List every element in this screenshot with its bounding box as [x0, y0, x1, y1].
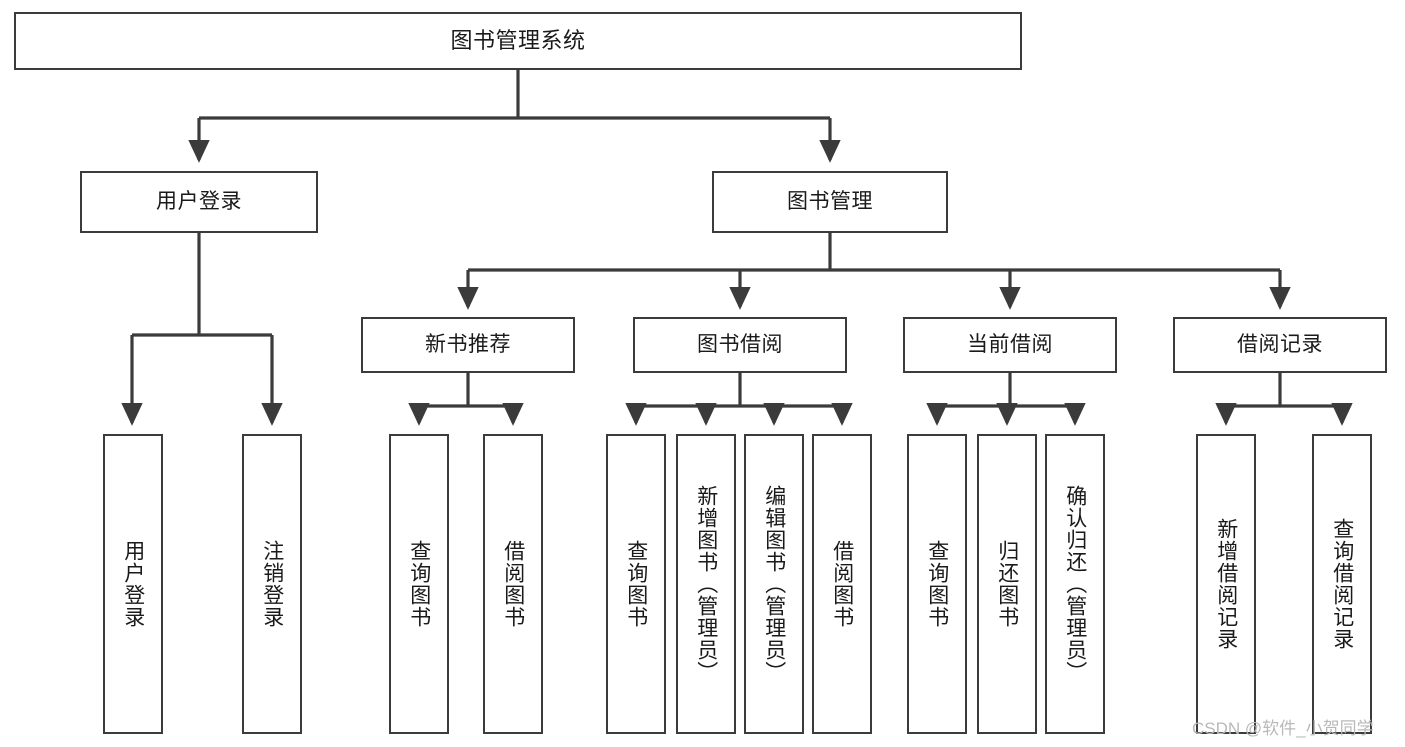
node-label: 新增图书（管理员）: [694, 485, 718, 683]
node-label: 借阅记录: [1237, 333, 1323, 357]
node-label: 图书管理系统: [450, 27, 586, 53]
leaf-query-book-2[interactable]: 查询图书: [606, 434, 666, 734]
node-label: 用户登录: [121, 540, 145, 628]
node-book-manage[interactable]: 图书管理: [712, 171, 948, 233]
node-label: 新增借阅记录: [1214, 518, 1238, 650]
node-label: 确认归还（管理员）: [1063, 485, 1087, 683]
node-label: 图书借阅: [697, 333, 783, 357]
leaf-user-login[interactable]: 用户登录: [103, 434, 163, 734]
csdn-watermark: CSDN @软件_小贺同学: [1192, 719, 1374, 738]
leaf-borrow-book-1[interactable]: 借阅图书: [483, 434, 543, 734]
leaf-return-book[interactable]: 归还图书: [977, 434, 1037, 734]
node-label: 查询借阅记录: [1330, 518, 1354, 650]
leaf-query-book-1[interactable]: 查询图书: [389, 434, 449, 734]
node-root-book-management-system[interactable]: 图书管理系统: [14, 12, 1022, 70]
node-user-login[interactable]: 用户登录: [80, 171, 318, 233]
node-label: 查询图书: [624, 540, 648, 628]
leaf-query-book-3[interactable]: 查询图书: [907, 434, 967, 734]
leaf-confirm-return-admin[interactable]: 确认归还（管理员）: [1045, 434, 1105, 734]
node-label: 当前借阅: [967, 333, 1053, 357]
node-label: 图书管理: [787, 190, 873, 214]
node-label: 借阅图书: [501, 540, 525, 628]
node-label: 用户登录: [156, 190, 242, 214]
leaf-add-borrow-record[interactable]: 新增借阅记录: [1196, 434, 1256, 734]
leaf-edit-book-admin[interactable]: 编辑图书（管理员）: [744, 434, 804, 734]
node-label: 查询图书: [925, 540, 949, 628]
node-current-borrow[interactable]: 当前借阅: [903, 317, 1117, 373]
node-label: 查询图书: [407, 540, 431, 628]
leaf-logout-login[interactable]: 注销登录: [242, 434, 302, 734]
node-label: 借阅图书: [830, 540, 854, 628]
node-new-book-recommend[interactable]: 新书推荐: [361, 317, 575, 373]
leaf-add-book-admin[interactable]: 新增图书（管理员）: [676, 434, 736, 734]
node-label: 注销登录: [260, 540, 284, 628]
leaf-query-borrow-record[interactable]: 查询借阅记录: [1312, 434, 1372, 734]
node-label: 编辑图书（管理员）: [762, 485, 786, 683]
node-label: 归还图书: [995, 540, 1019, 628]
node-book-borrow[interactable]: 图书借阅: [633, 317, 847, 373]
node-borrow-record[interactable]: 借阅记录: [1173, 317, 1387, 373]
node-label: 新书推荐: [425, 333, 511, 357]
leaf-borrow-book-2[interactable]: 借阅图书: [812, 434, 872, 734]
